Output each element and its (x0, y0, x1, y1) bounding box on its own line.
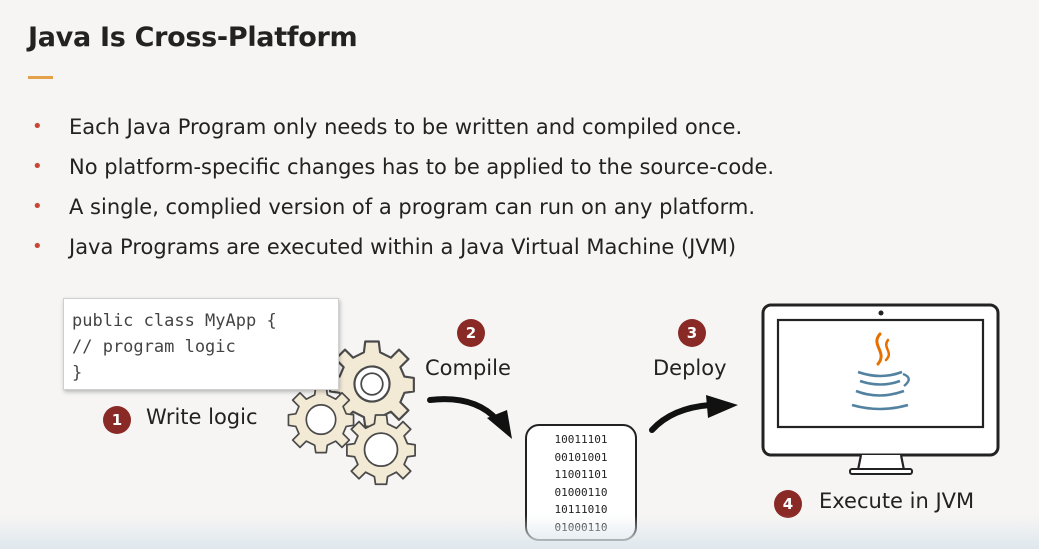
step-2-label: Compile (425, 356, 511, 380)
step-3-badge: 3 (678, 319, 706, 347)
source-code-box: public class MyApp { // program logic } (63, 298, 339, 390)
binary-line: 11001101 (554, 468, 608, 481)
title-accent-rule (28, 76, 53, 79)
step-1-badge: 1 (103, 406, 131, 434)
monitor-java-icon (761, 303, 1000, 475)
binary-line: 01000110 (554, 485, 608, 499)
binary-line: 10011101 (554, 433, 608, 446)
code-line: // program logic (72, 337, 236, 357)
step-1-label: Write logic (146, 405, 258, 429)
step-4-badge: 4 (774, 490, 802, 518)
code-line: public class MyApp { (72, 311, 277, 331)
bullet-item: Java Programs are executed within a Java… (32, 232, 774, 272)
bullet-item: No platform-specific changes has to be a… (32, 152, 774, 192)
step-2-badge: 2 (457, 319, 485, 347)
bullet-item: A single, complied version of a program … (32, 192, 774, 232)
binary-line: 10111010 (554, 503, 608, 516)
deploy-arrow-icon (649, 395, 738, 433)
bottom-decoration (0, 515, 1039, 549)
bullet-item: Each Java Program only needs to be writt… (32, 112, 774, 152)
slide-title: Java Is Cross-Platform (28, 22, 358, 53)
compile-arrow-icon (427, 396, 512, 439)
bullet-list: Each Java Program only needs to be writt… (32, 112, 774, 272)
gears-icon (287, 340, 416, 486)
step-3-label: Deploy (653, 356, 727, 380)
binary-line: 00101001 (554, 450, 608, 464)
code-line: } (72, 363, 83, 383)
step-4-label: Execute in JVM (819, 489, 975, 513)
